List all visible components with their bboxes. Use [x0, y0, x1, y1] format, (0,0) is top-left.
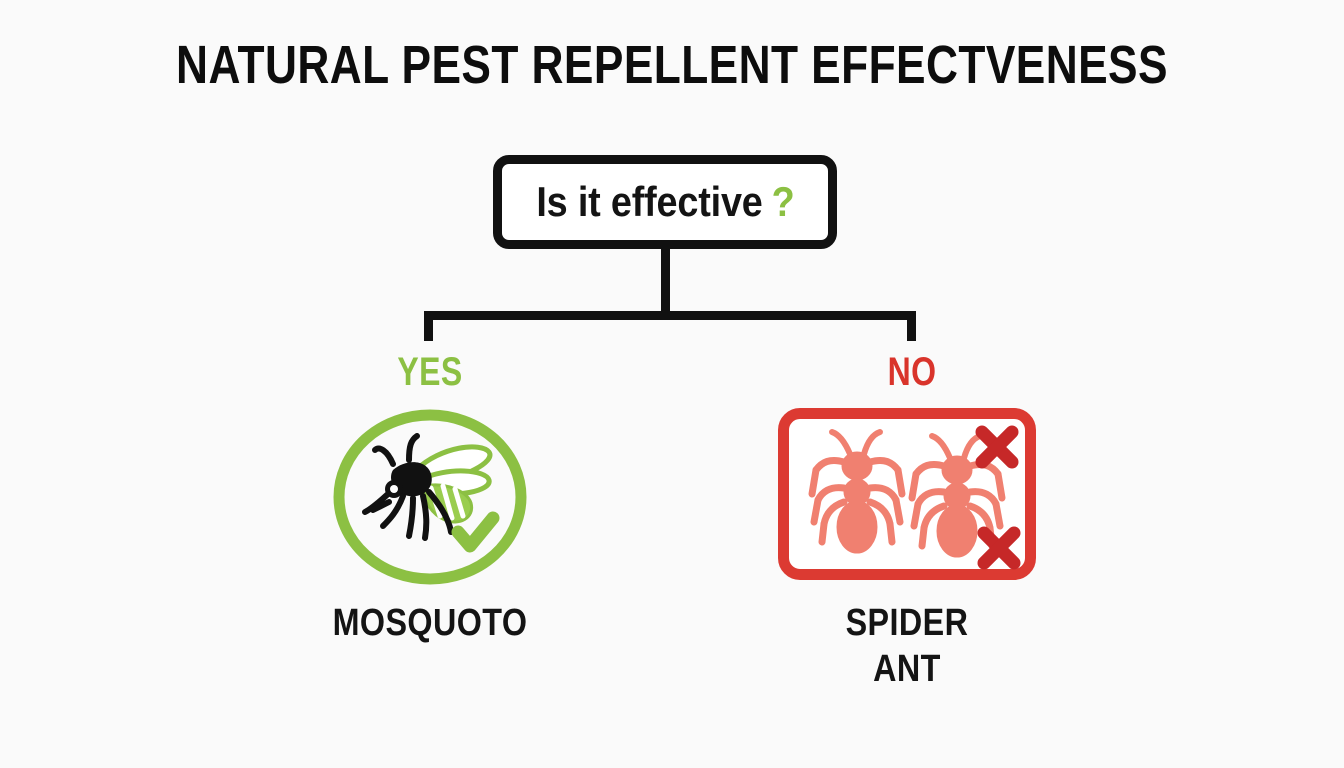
question-mark-icon: ? [771, 178, 795, 225]
x-icon [975, 425, 1019, 469]
decision-question-box[interactable]: Is it effective? [493, 155, 837, 249]
connector-stem [661, 249, 670, 315]
no-branch-node[interactable] [778, 408, 1036, 580]
check-icon [451, 511, 500, 553]
connector-horizontal-bar [424, 311, 916, 320]
branch-label-yes: YES [397, 350, 463, 394]
x-icon [977, 526, 1021, 570]
page-title: NATURAL PEST REPELLENT EFFECTVENESS [176, 35, 1168, 95]
connector-left-stub [424, 311, 433, 341]
ant-icon [808, 429, 906, 554]
decision-question-text: Is it effective [535, 178, 763, 225]
two-ants-in-red-box-icon [808, 425, 1021, 570]
caption-mosquito: MOSQUOTO [332, 602, 528, 644]
decision-question-label: Is it effective? [536, 178, 794, 226]
ant-icon [908, 433, 1006, 558]
mosquito-in-green-circle-icon [333, 409, 527, 585]
connector-right-stub [907, 311, 916, 341]
caption-spider: SPIDER [845, 602, 969, 644]
yes-branch-node[interactable] [331, 408, 529, 586]
branch-label-no: NO [887, 350, 937, 394]
caption-ant: ANT [873, 648, 941, 690]
